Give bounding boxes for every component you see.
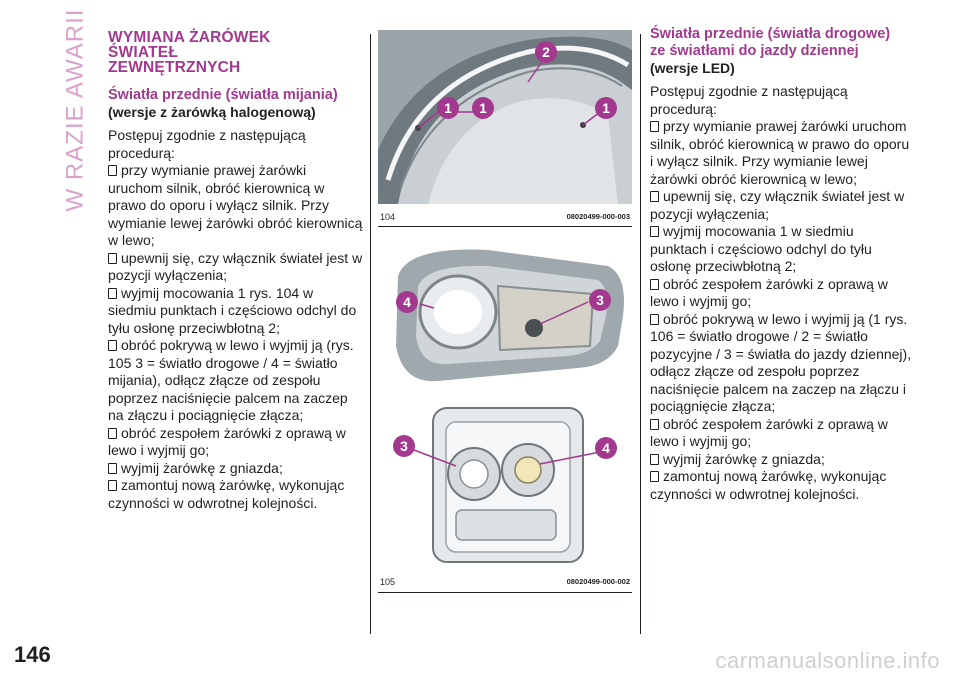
figure-104-caption: 104 08020499-000-003 — [380, 212, 630, 222]
variant-note: (wersje z żarówką halogenową) — [108, 104, 316, 120]
watermark: carmanualsonline.info — [715, 648, 940, 673]
callout-label: 1 — [602, 100, 610, 116]
step-item: zamontuj nową żarówkę, wykonując czynnoś… — [650, 468, 887, 502]
page-number: 146 — [14, 642, 51, 667]
callout-badge — [589, 289, 611, 311]
step-item: obróć zespołem żarówki z oprawą w lewo i… — [650, 415, 888, 449]
callout-label: 4 — [403, 294, 411, 310]
callout-badge — [437, 97, 459, 119]
subtitle-line: Światła przednie (światła drogowe) — [650, 26, 891, 42]
callout-label: 3 — [400, 438, 408, 454]
intro-text: Postępuj zgodnie z następującą procedurą… — [108, 127, 306, 161]
headlamp-rear-illustration: 4 3 — [396, 249, 624, 382]
step-item: wyjmij mocowania 1 w siedmiu punktach i … — [650, 223, 872, 274]
figure-number: 104 — [380, 212, 396, 222]
callout-badge — [595, 437, 617, 459]
title-line: ZEWNĘTRZNYCH — [108, 59, 241, 76]
callout-badge — [472, 97, 494, 119]
figure-105-caption: 105 08020499-000-002 — [380, 577, 630, 587]
callout-badge — [393, 435, 415, 457]
subsection-title: Światła przednie (światła drogowe) ze św… — [650, 26, 912, 60]
step-item: wyjmij mocowania 1 rys. 104 w siedmiu pu… — [108, 284, 357, 336]
step-item: wyjmij żarówkę z gniazda; — [108, 460, 364, 478]
figure-divider — [378, 592, 632, 593]
callout-label: 1 — [444, 100, 452, 116]
checkbox-icon — [108, 165, 117, 176]
subsection-title: Światła przednie (światła mijania) — [108, 87, 338, 103]
step-item: przy wymianie prawej żarówki uruchom sil… — [108, 162, 363, 248]
step-item: zamontuj nową żarówkę, wykonując czynnoś… — [108, 477, 345, 511]
left-column: WYMIANA ŻARÓWEK ŚWIATEŁ ZEWNĘTRZNYCH Świ… — [108, 26, 364, 512]
checkbox-icon — [108, 427, 117, 439]
step-item: obróć zespołem żarówki z oprawą w lewo i… — [650, 275, 888, 309]
step-item: upewnij się, czy włącznik świateł jest w… — [650, 188, 905, 222]
figure-105-top-image: 4 3 — [378, 236, 632, 390]
figure-105-bottom-image: 3 4 — [378, 404, 632, 566]
figure-divider — [378, 226, 632, 227]
title-line: WYMIANA ŻARÓWEK — [108, 29, 271, 46]
checkbox-icon — [650, 121, 659, 132]
step-item: wyjmij żarówkę z gniazda; — [650, 451, 912, 469]
checkbox-icon — [108, 462, 117, 474]
figure-code: 08020499-000-002 — [566, 577, 630, 586]
step-item: przy wymianie prawej żarówki uruchom sil… — [650, 118, 910, 187]
checkbox-icon — [108, 252, 117, 264]
headlamp-front-illustration: 3 4 — [393, 407, 617, 563]
checkbox-icon — [650, 313, 659, 325]
checkbox-icon — [650, 278, 659, 290]
checkbox-icon — [650, 191, 659, 202]
column-divider — [640, 34, 641, 634]
column-divider — [370, 34, 371, 634]
subtitle-line: ze światłami do jazdy dziennej — [650, 43, 859, 59]
checkbox-icon — [650, 453, 659, 465]
intro-text: Postępuj zgodnie z następującą procedurą… — [650, 83, 848, 117]
callout-badge — [535, 41, 557, 63]
step-item: upewnij się, czy włącznik świateł jest w… — [108, 249, 363, 283]
variant-note: (wersje LED) — [650, 60, 735, 76]
figure-code: 08020499-000-003 — [566, 212, 630, 221]
callout-label: 2 — [542, 44, 550, 60]
checkbox-icon — [650, 418, 659, 430]
callout-badge — [396, 291, 418, 313]
figure-number: 105 — [380, 577, 396, 587]
right-column: Światła przednie (światła drogowe) ze św… — [650, 26, 912, 503]
checkbox-icon — [108, 287, 117, 299]
callout-badge — [595, 97, 617, 119]
wheel-arch-illustration: 1 1 2 1 — [378, 30, 632, 204]
step-item: obróć pokrywą w lewo i wyjmij ją (1 rys.… — [650, 310, 912, 414]
checkbox-icon — [108, 480, 117, 491]
section-title: WYMIANA ŻARÓWEK ŚWIATEŁ ZEWNĘTRZNYCH — [108, 29, 364, 76]
callout-label: 1 — [479, 100, 487, 116]
checkbox-icon — [108, 340, 117, 351]
callout-label: 4 — [602, 440, 610, 456]
step-item: obróć zespołem żarówki z oprawą w lewo i… — [108, 424, 346, 458]
checkbox-icon — [650, 226, 659, 237]
checkbox-icon — [650, 471, 659, 482]
step-item: obróć pokrywą w lewo i wyjmij ją (rys. 1… — [108, 337, 354, 423]
callout-label: 3 — [596, 292, 604, 308]
title-line: ŚWIATEŁ — [108, 44, 178, 61]
figure-104-image: 1 1 2 1 — [378, 30, 632, 204]
section-side-title: W RAZIE AWARII — [61, 8, 88, 212]
